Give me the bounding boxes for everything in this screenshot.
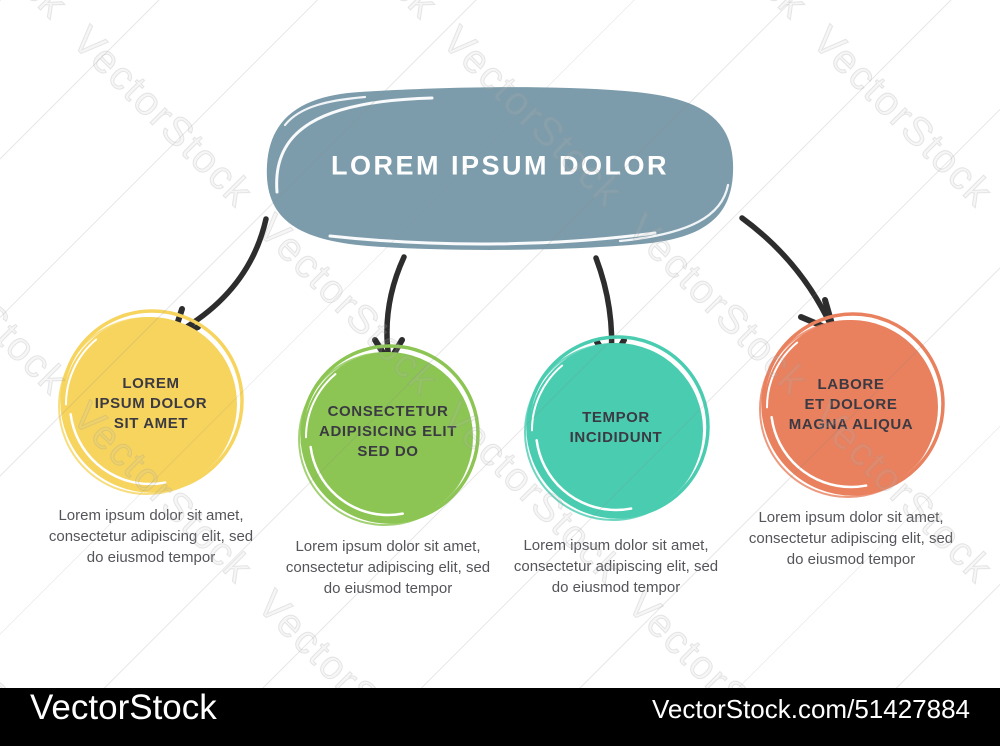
node-highlight-arc	[534, 348, 698, 512]
desc-line: do eiusmod tempor	[551, 579, 681, 596]
desc-line: consectetur adipiscing elit, sed	[48, 528, 254, 545]
node-circle-3	[524, 335, 710, 521]
node-label-2: CONSECTETUR ADIPISICING ELIT SED DO	[319, 402, 457, 462]
diagram-canvas	[58, 87, 945, 526]
node-description-1: Lorem ipsum dolor sit amet, consectetur …	[49, 505, 253, 568]
node-sketch-ring	[526, 335, 710, 519]
title-blob-highlight-arc	[283, 95, 367, 127]
node-label-4: LABORE ET DOLORE MAGNA ALIQUA	[789, 375, 913, 435]
desc-line: Lorem ipsum dolor sit amet,	[523, 537, 709, 554]
node-label-line: LABORE	[817, 376, 885, 393]
desc-line: Lorem ipsum dolor sit amet,	[58, 507, 244, 524]
node-highlight-arc	[305, 354, 471, 520]
node-sketch-ring	[60, 309, 244, 493]
node-label-line: LOREM	[122, 375, 180, 392]
node-highlight-arc	[531, 345, 701, 515]
node-label-line: MAGNA ALIQUA	[788, 416, 914, 433]
desc-line: consectetur adipiscing elit, sed	[285, 559, 491, 576]
desc-line: do eiusmod tempor	[786, 551, 916, 568]
node-label-line: ADIPISICING ELIT	[319, 423, 457, 440]
node-circle-1	[58, 309, 244, 495]
desc-line: Lorem ipsum dolor sit amet,	[295, 538, 481, 555]
desc-line: consectetur adipiscing elit, sed	[513, 558, 719, 575]
title-blob-highlight-arc	[275, 96, 434, 194]
diagram-title: LOREM IPSUM DOLOR	[331, 150, 669, 181]
title-blob	[266, 87, 734, 250]
node-sketch-ring	[524, 343, 702, 521]
node-description-3: Lorem ipsum dolor sit amet, consectetur …	[514, 535, 718, 598]
node-highlight-arc	[308, 357, 468, 517]
node-highlight-arc	[769, 325, 933, 489]
vectorstock-logo-text: VectorStock	[30, 688, 217, 727]
node-label-line: IPSUM DOLOR	[94, 395, 208, 412]
node-highlight-arc	[68, 322, 232, 486]
title-blob-highlight-arc	[618, 183, 730, 243]
node-label-line: CONSECTETUR	[327, 403, 449, 420]
node-highlight-arc	[766, 322, 936, 492]
node-label-line: TEMPOR	[582, 409, 650, 426]
desc-line: do eiusmod tempor	[86, 549, 216, 566]
node-label-line: SIT AMET	[113, 415, 189, 432]
node-highlight-arc	[65, 319, 235, 489]
desc-line: consectetur adipiscing elit, sed	[748, 530, 954, 547]
node-sketch-ring	[759, 320, 937, 498]
node-label-1: LOREM IPSUM DOLOR SIT AMET	[95, 374, 207, 434]
desc-line: do eiusmod tempor	[323, 580, 453, 597]
infographic-diagram	[58, 87, 945, 526]
node-description-4: Lorem ipsum dolor sit amet, consectetur …	[749, 507, 953, 570]
node-label-line: SED DO	[357, 443, 419, 460]
node-circle-4	[759, 312, 945, 498]
node-label-3: TEMPOR INCIDIDUNT	[570, 408, 663, 448]
node-circle-2	[298, 344, 480, 526]
node-sketch-ring	[300, 344, 480, 524]
title-blob-highlight-arc	[328, 231, 657, 246]
node-label-line: INCIDIDUNT	[569, 429, 663, 446]
watermark-bar: VectorStock VectorStock.com/51427884	[0, 688, 1000, 746]
flow-arrow-1	[177, 216, 269, 334]
node-description-2: Lorem ipsum dolor sit amet, consectetur …	[286, 536, 490, 599]
vectorstock-url-text: VectorStock.com/51427884	[652, 694, 970, 724]
node-label-line: ET DOLORE	[804, 396, 898, 413]
flow-arrow-2	[384, 254, 407, 362]
node-sketch-ring	[58, 317, 236, 495]
node-sketch-ring	[298, 352, 472, 526]
node-sketch-ring	[761, 312, 945, 496]
desc-line: Lorem ipsum dolor sit amet,	[758, 509, 944, 526]
flow-arrow-4	[739, 215, 835, 331]
